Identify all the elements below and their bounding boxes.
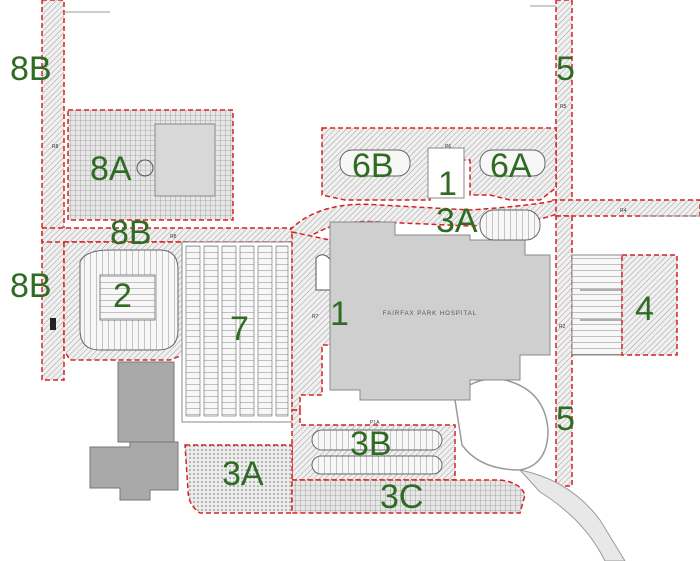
zone-label-2: 2 — [113, 277, 132, 315]
road-label-r5: R5 — [560, 104, 567, 110]
road-east-bottom — [555, 215, 573, 487]
zone-label-3a-bottom: 3A — [222, 455, 264, 493]
road-label-r8: R8 — [170, 234, 177, 240]
zone-label-6a: 6A — [490, 147, 532, 185]
road-label-r7: R7 — [312, 314, 319, 320]
zone-label-3a-top: 3A — [436, 202, 478, 240]
zone-label-5-top: 5 — [556, 50, 575, 88]
zone-label-1-top: 1 — [438, 165, 457, 203]
road-label-p1a: P1A — [370, 420, 380, 426]
road-label-p6: P6 — [445, 144, 451, 150]
zone-4-lot — [571, 254, 678, 356]
zone-3a-south-lot — [184, 444, 293, 514]
zone-label-1-mid: 1 — [330, 295, 349, 333]
zone-7-lot — [181, 241, 293, 423]
zone-6-lot — [321, 127, 557, 201]
road-labels: R8 R8 R5 P6 R4 R2 R7 P1A — [52, 104, 627, 426]
zone-label-3c: 3C — [380, 478, 423, 516]
building-sw-2 — [89, 441, 179, 501]
zone-label-8a: 8A — [90, 150, 132, 188]
zone-labels: 8B 8A 8B 8B 2 7 6B 6A 1 3A 1 5 4 5 3B 3A… — [10, 50, 654, 516]
road-west — [41, 0, 65, 381]
buildings-southwest — [89, 361, 179, 501]
road-south-curve — [518, 469, 626, 561]
zone-8a-lot — [67, 109, 234, 221]
zone-label-4: 4 — [635, 290, 654, 328]
building-8a — [154, 123, 216, 197]
zone-label-5-bottom: 5 — [556, 400, 575, 438]
hospital-building: FAIRFAX PARK HOSPITAL — [329, 221, 551, 401]
zone-label-8b-left: 8B — [10, 267, 52, 305]
zone-3c-lot — [291, 479, 526, 514]
hospital-label: FAIRFAX PARK HOSPITAL — [383, 311, 477, 317]
building-sw-1 — [117, 361, 175, 443]
road-label-r8-west: R8 — [52, 144, 59, 150]
zone-label-8b-top-left: 8B — [10, 50, 52, 88]
zone-label-6b: 6B — [352, 147, 394, 185]
zone-label-7: 7 — [230, 310, 249, 348]
zone-2-lot — [50, 241, 191, 361]
zone-label-3b: 3B — [350, 425, 392, 463]
zone-label-8b-mid: 8B — [110, 214, 152, 252]
road-label-r4: R4 — [620, 208, 627, 214]
zone-3a-north-lot — [479, 209, 541, 241]
road-label-r2: R2 — [559, 324, 566, 330]
